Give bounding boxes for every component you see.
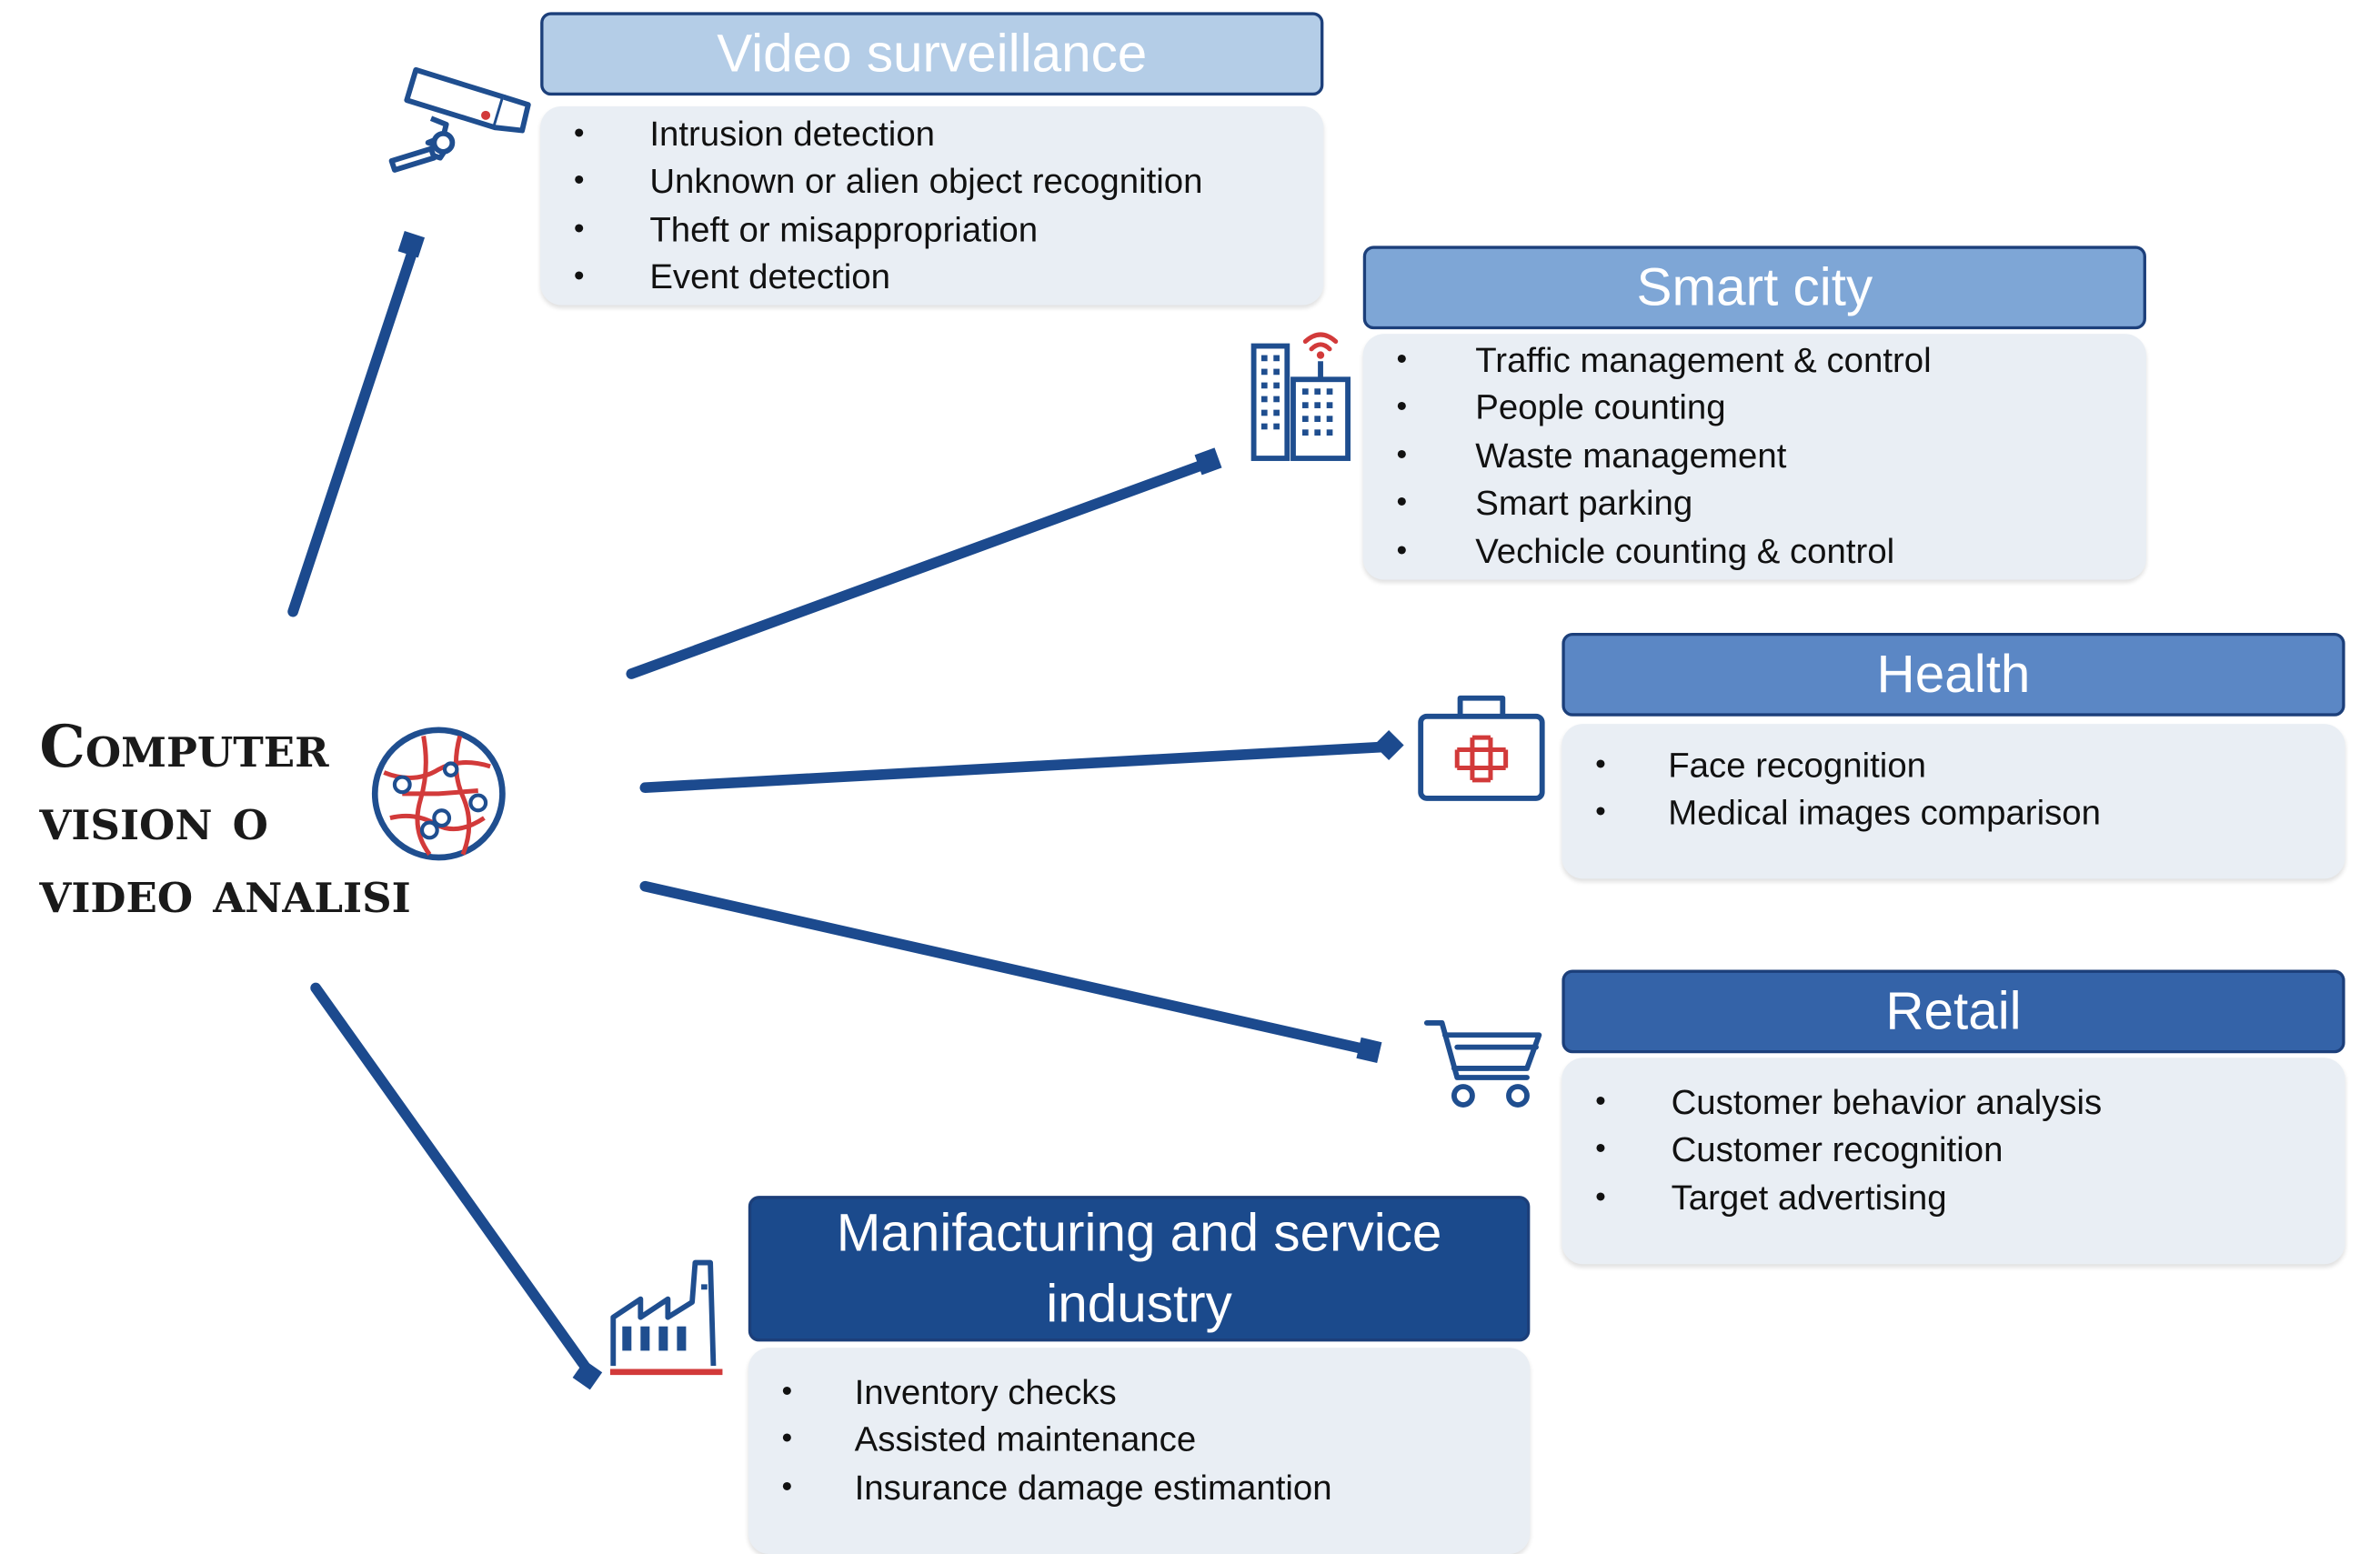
card-video-surveillance-body: Intrusion detection Unknown or alien obj… <box>540 105 1324 306</box>
card-manufacturing-list: Inventory checks Assisted maintenance In… <box>748 1369 1531 1512</box>
shopping-cart-icon <box>1423 1019 1542 1108</box>
card-retail-list: Customer behavior analysis Customer reco… <box>1562 1079 2345 1223</box>
card-health-list: Face recognition Medical images comparis… <box>1562 742 2345 837</box>
center-title: Computer vision o video analisi <box>39 710 410 928</box>
center-title-line-2: vision o <box>39 784 268 853</box>
list-item: Target advertising <box>1562 1174 2345 1222</box>
arrow-video-surveillance <box>287 230 426 617</box>
card-manufacturing-body: Inventory checks Assisted maintenance In… <box>748 1348 1531 1554</box>
card-video-surveillance-header: Video surveillance <box>540 12 1324 96</box>
list-item: Waste management <box>1363 432 2146 480</box>
arrow-health <box>639 729 1404 794</box>
network-globe-icon <box>371 727 506 861</box>
card-health-body: Face recognition Medical images comparis… <box>1562 724 2345 879</box>
list-item: Medical images comparison <box>1562 790 2345 838</box>
list-item: Traffic management & control <box>1363 337 2146 386</box>
list-item: Assisted maintenance <box>748 1417 1531 1465</box>
card-smart-city-header: Smart city <box>1362 246 2146 330</box>
factory-icon <box>609 1259 723 1376</box>
list-item: Unknown or alien object recognition <box>540 158 1323 206</box>
list-item: Inventory checks <box>748 1369 1531 1417</box>
list-item: Intrusion detection <box>540 111 1323 159</box>
security-camera-icon <box>388 66 531 173</box>
card-retail-header: Retail <box>1562 969 2345 1054</box>
arrow-manufacturing <box>310 982 603 1390</box>
list-item: Face recognition <box>1562 742 2345 790</box>
card-manufacturing-header: Manifacturing and service industry <box>748 1196 1531 1342</box>
list-item: Event detection <box>540 254 1323 302</box>
list-item: Smart parking <box>1363 480 2146 528</box>
smart-building-icon <box>1250 332 1351 461</box>
list-item: Theft or misappropriation <box>540 206 1323 255</box>
card-health-header: Health <box>1562 632 2345 717</box>
center-title-line-3: video analisi <box>39 857 411 927</box>
card-video-surveillance-list: Intrusion detection Unknown or alien obj… <box>540 111 1323 302</box>
list-item: Vechicle counting & control <box>1363 527 2146 576</box>
arrow-smart-city <box>626 447 1222 679</box>
first-aid-kit-icon <box>1418 695 1545 801</box>
list-item: Customer recognition <box>1562 1127 2345 1175</box>
card-smart-city-list: Traffic management & control People coun… <box>1363 337 2146 576</box>
arrow-retail <box>639 880 1382 1063</box>
list-item: Customer behavior analysis <box>1562 1079 2345 1128</box>
list-item: People counting <box>1363 385 2146 433</box>
card-retail-body: Customer behavior analysis Customer reco… <box>1562 1058 2345 1265</box>
card-smart-city-body: Traffic management & control People coun… <box>1362 334 2146 580</box>
list-item: Insurance damage estimantion <box>748 1464 1531 1512</box>
center-title-line-1: Computer <box>39 711 329 780</box>
